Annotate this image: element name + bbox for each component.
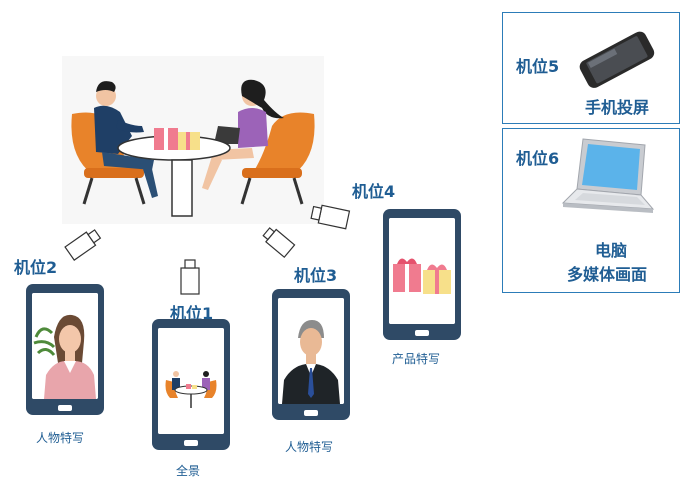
cam5-box: 机位5 手机投屏 [502,12,680,124]
camera-icon [306,198,352,234]
portrait-woman-image [32,293,98,399]
cam6-caption-line1: 电脑 [595,241,628,260]
cam1-caption: 全景 [176,464,201,478]
interview-scene-illustration [62,56,324,224]
cam4-label: 机位4 [352,182,396,201]
camera-icon [260,224,302,264]
phone-cam1 [152,319,230,450]
portrait-man-image [278,298,344,404]
phone-cam2 [26,284,104,415]
panorama-scene-image [158,328,224,434]
phone-cam3 [272,289,350,420]
cam6-box: 机位6 电脑 多媒体画面 [502,128,680,293]
home-button [304,410,318,416]
laptop-icon [553,133,659,223]
cam3-label: 机位3 [294,266,338,285]
cam5-label: 机位5 [516,57,560,76]
home-button [184,440,198,446]
smartphone-icon [571,27,661,89]
cam6-caption-line2: 多媒体画面 [567,265,648,284]
cam2-caption: 人物特写 [36,431,85,445]
camera-icon [60,224,106,262]
cam6-label: 机位6 [516,149,560,168]
cam5-caption: 手机投屏 [585,98,650,117]
cam1-label: 机位1 [170,304,214,323]
home-button [415,330,429,336]
phone-cam4 [383,209,461,340]
cam2-label: 机位2 [14,258,58,277]
cam4-caption: 产品特写 [392,352,441,366]
product-gifts-image [389,218,455,324]
cam3-caption: 人物特写 [285,440,334,454]
camera-icon [176,254,204,298]
home-button [58,405,72,411]
